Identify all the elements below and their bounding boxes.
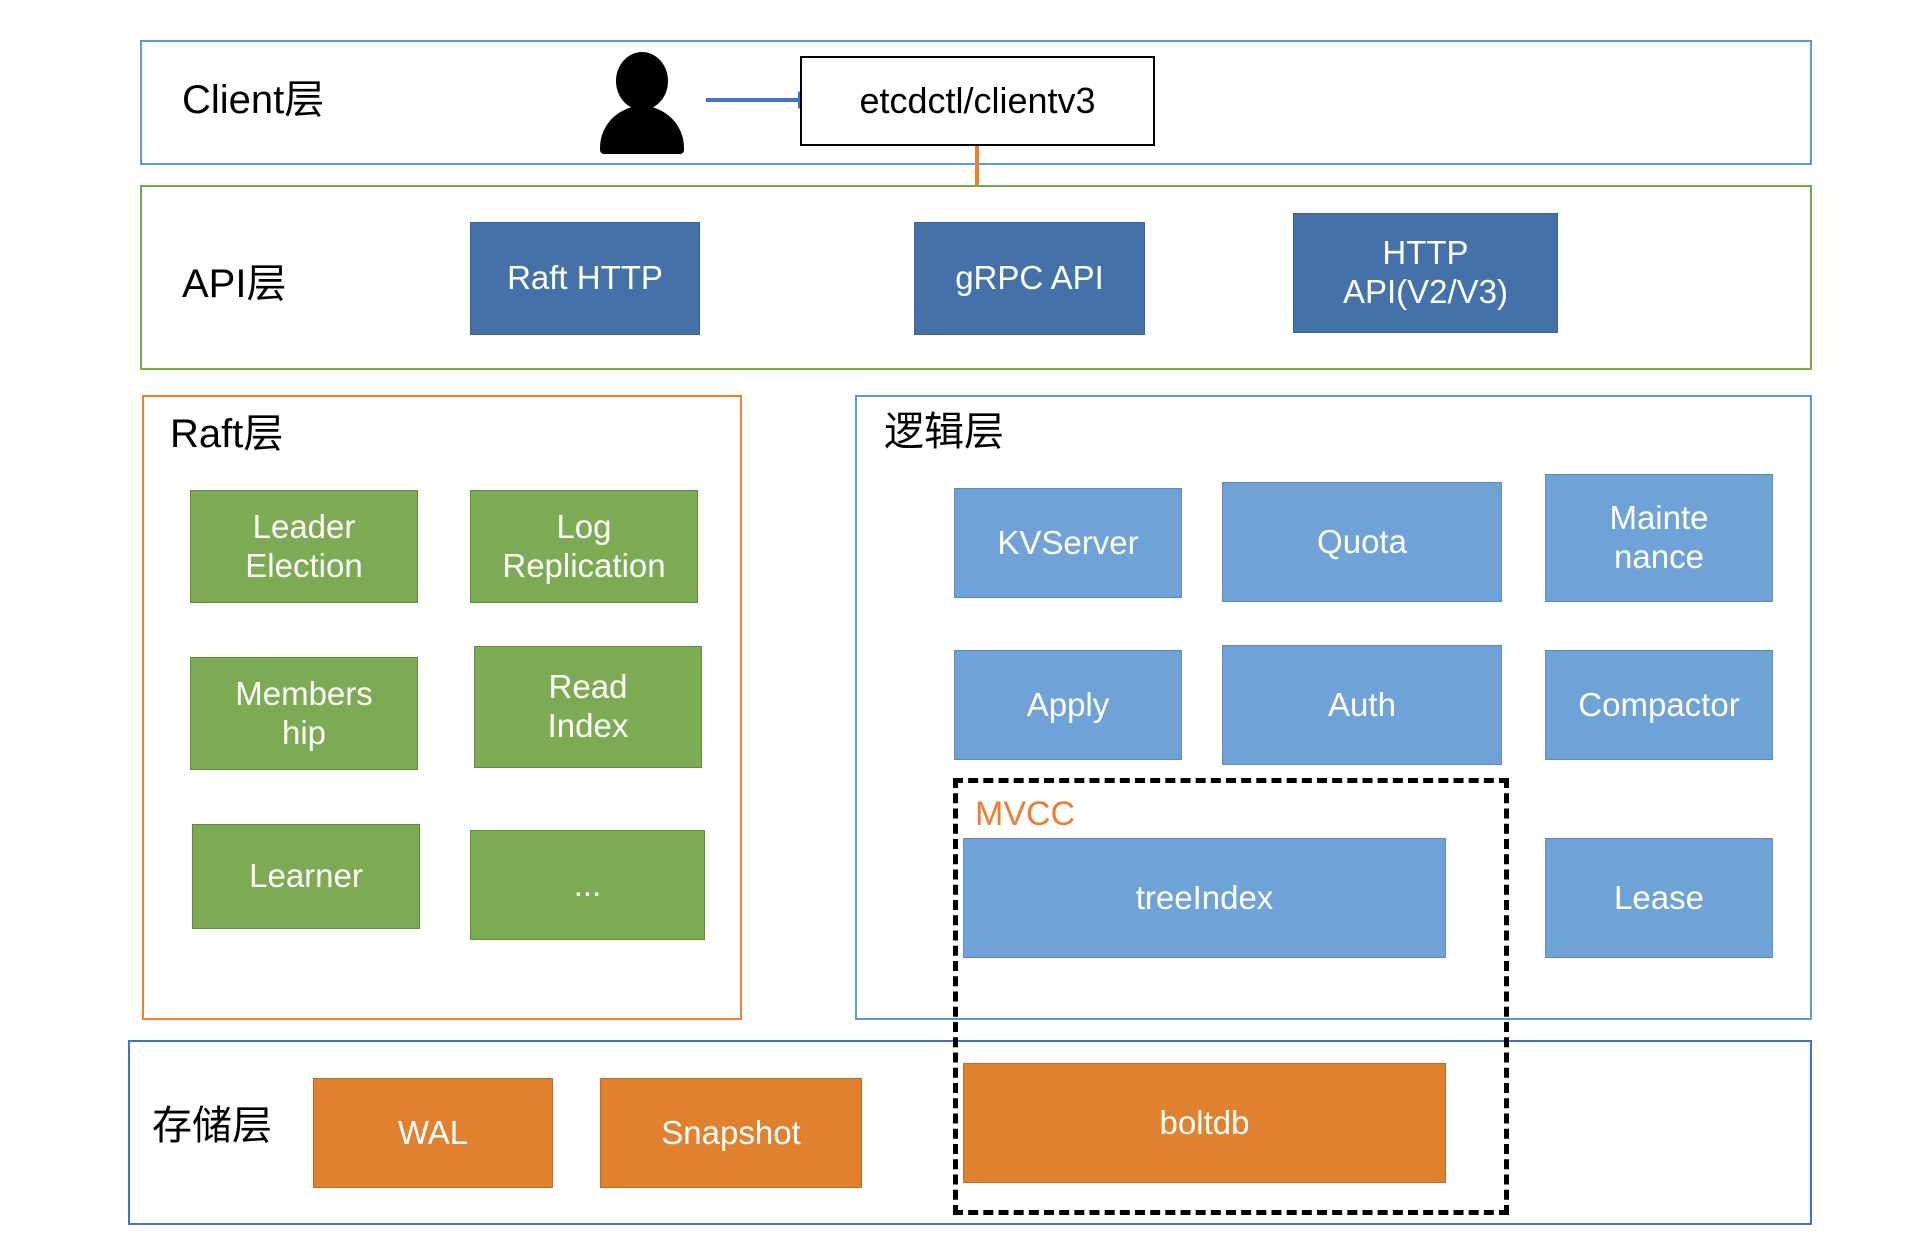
logic-box-lease[interactable]: Lease [1545,838,1773,958]
mvcc-group-label: MVCC [975,795,1076,833]
storage-box-boltdb[interactable]: boltdb [963,1063,1446,1183]
logic-box-kvserver[interactable]: KVServer [954,488,1182,598]
person-body-shape [600,106,684,154]
raft-box-membership[interactable]: Members hip [190,657,418,770]
logic-box-quota[interactable]: Quota [1222,482,1502,602]
raft-box-log-replication[interactable]: Log Replication [470,490,698,603]
storage-layer-title: 存储层 [152,1104,272,1148]
raft-layer-title: Raft层 [170,412,284,456]
mvcc-dashed-group [953,778,1509,1215]
logic-box-compactor[interactable]: Compactor [1545,650,1773,760]
raft-box-read-index[interactable]: Read Index [474,646,702,768]
logic-box-auth[interactable]: Auth [1222,645,1502,765]
storage-box-snapshot[interactable]: Snapshot [600,1078,862,1188]
person-head-shape [616,52,668,110]
logic-layer-title: 逻辑层 [884,410,1004,454]
raft-box-ellipsis[interactable]: ... [470,830,705,940]
etcdctl-client-box[interactable]: etcdctl/clientv3 [800,56,1155,146]
storage-box-wal[interactable]: WAL [313,1078,553,1188]
logic-box-apply[interactable]: Apply [954,650,1182,760]
raft-box-leader-election[interactable]: Leader Election [190,490,418,603]
api-box-http-api-v2-v3[interactable]: HTTP API(V2/V3) [1293,213,1558,333]
api-layer-title: API层 [182,262,287,306]
logic-box-treeindex[interactable]: treeIndex [963,838,1446,958]
api-box-raft-http[interactable]: Raft HTTP [470,222,700,335]
api-box-grpc-api[interactable]: gRPC API [914,222,1145,335]
logic-box-maintenance[interactable]: Mainte nance [1545,474,1773,602]
raft-box-learner[interactable]: Learner [192,824,420,929]
user-person-icon [600,52,684,154]
client-layer-title: Client层 [182,78,325,122]
